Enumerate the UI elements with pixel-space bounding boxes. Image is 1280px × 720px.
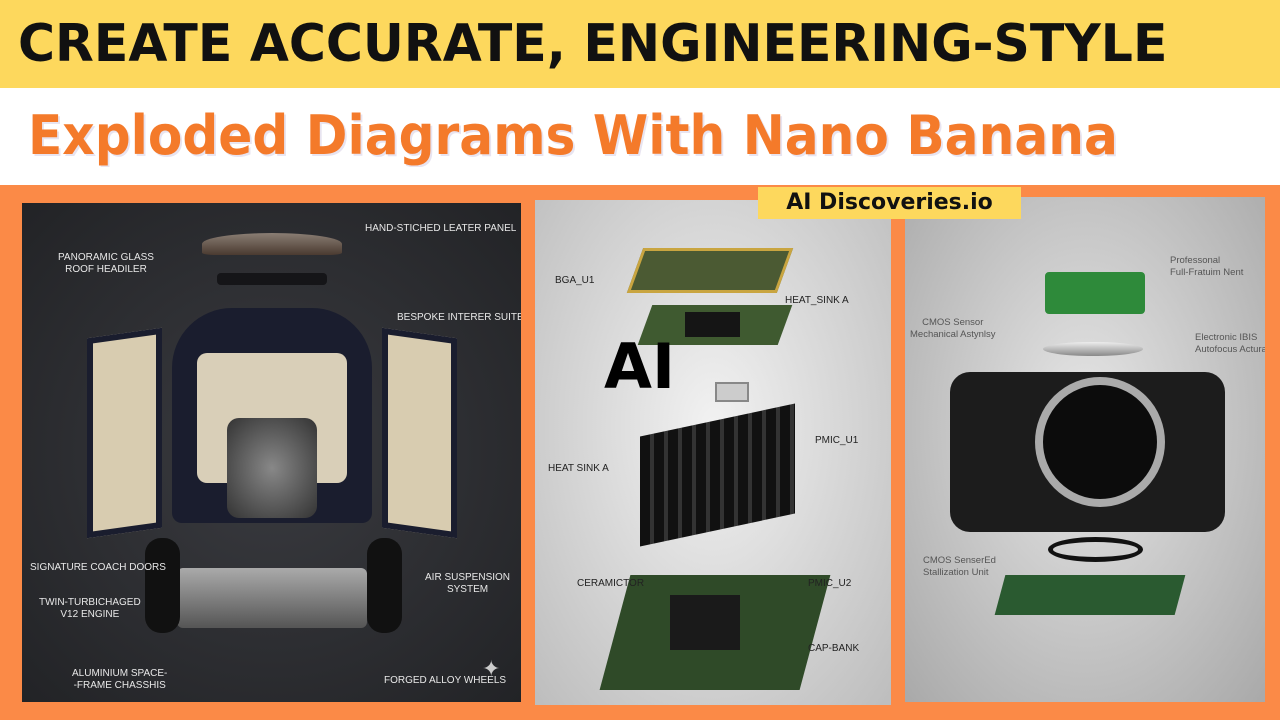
- label-interior: BESPOKE INTERER SUITE: [397, 312, 521, 323]
- label-engine: TWIN-TURBICHAGED V12 ENGINE: [39, 597, 141, 620]
- label-stabilization: CMOS SenserEd Stallization Unit: [923, 555, 996, 578]
- circuit-board-exploded-diagram: BGA_U1 HEAT_SINK A PMIC_U1 HEAT SINK A C…: [535, 200, 891, 705]
- subtitle-band: [0, 88, 1280, 185]
- camera-exploded-diagram: Professonal Full-Fratuim Nent CMOS Senso…: [905, 197, 1265, 702]
- label-alloy-wheels: FORGED ALLOY WHEELS: [384, 675, 507, 686]
- right-wheel: [367, 538, 402, 633]
- sparkle-icon: ✦: [482, 656, 501, 681]
- label-cap-bank: CAP-BANK: [808, 643, 860, 654]
- engine: [227, 418, 317, 518]
- heat-sink: [640, 403, 795, 547]
- label-pmic-u1: PMIC_U1: [815, 435, 859, 446]
- label-pmic-u2: PMIC_U2: [808, 578, 852, 589]
- top-banner: [0, 0, 1280, 88]
- bottom-board: [994, 575, 1186, 615]
- label-coach-doors: SIGNATURE COACH DOORS: [30, 562, 166, 573]
- ibis-ring: [1043, 342, 1143, 356]
- label-cmos-sensor: CMOS Sensor Mechanical Astynlsy: [910, 317, 996, 340]
- headliner: [217, 273, 327, 285]
- headline: CREATE ACCURATE, ENGINEERING-STYLE: [18, 14, 1168, 74]
- label-ibis: Electronic IBIS Autofocus Actura: [1195, 332, 1265, 355]
- lens-mount: [1035, 377, 1165, 507]
- usb-connector: [715, 382, 749, 402]
- label-air-suspension: AIR SUSPENSION SYSTEM: [425, 572, 511, 595]
- label-bga-u1: BGA_U1: [555, 275, 595, 286]
- chassis: [177, 568, 367, 628]
- label-full-frame: Professonal Full-Fratuim Nent: [1170, 255, 1244, 278]
- left-door: [87, 327, 162, 539]
- label-chassis: ALUMINIUM SPACE- -FRAME CHASSHIS: [72, 668, 168, 691]
- subtitle: Exploded Diagrams With Nano Banana: [28, 104, 1118, 167]
- car-exploded-diagram: HAND-STICHED LEATER PANEL PANORAMIC GLAS…: [22, 203, 521, 702]
- right-door: [382, 327, 457, 539]
- roof-panel: [202, 233, 342, 255]
- ai-overlay-text: AI: [604, 330, 676, 403]
- left-wheel: [145, 538, 180, 633]
- label-leather-panel: HAND-STICHED LEATER PANEL: [365, 223, 517, 234]
- label-glass-roof: PANORAMIC GLASS ROOF HEADILER: [58, 252, 154, 275]
- label-heat-sink-a-top: HEAT_SINK A: [785, 295, 849, 306]
- bga-board: [626, 248, 794, 293]
- mount-ring: [1048, 537, 1143, 562]
- label-ceramictor: CERAMICTOR: [577, 578, 645, 589]
- brand-badge: AI Discoveries.io: [758, 187, 1021, 219]
- bottom-chip: [670, 595, 740, 650]
- label-heat-sink-a: HEAT SINK A: [548, 463, 609, 474]
- sensor-board: [1045, 272, 1145, 314]
- chip: [685, 312, 740, 337]
